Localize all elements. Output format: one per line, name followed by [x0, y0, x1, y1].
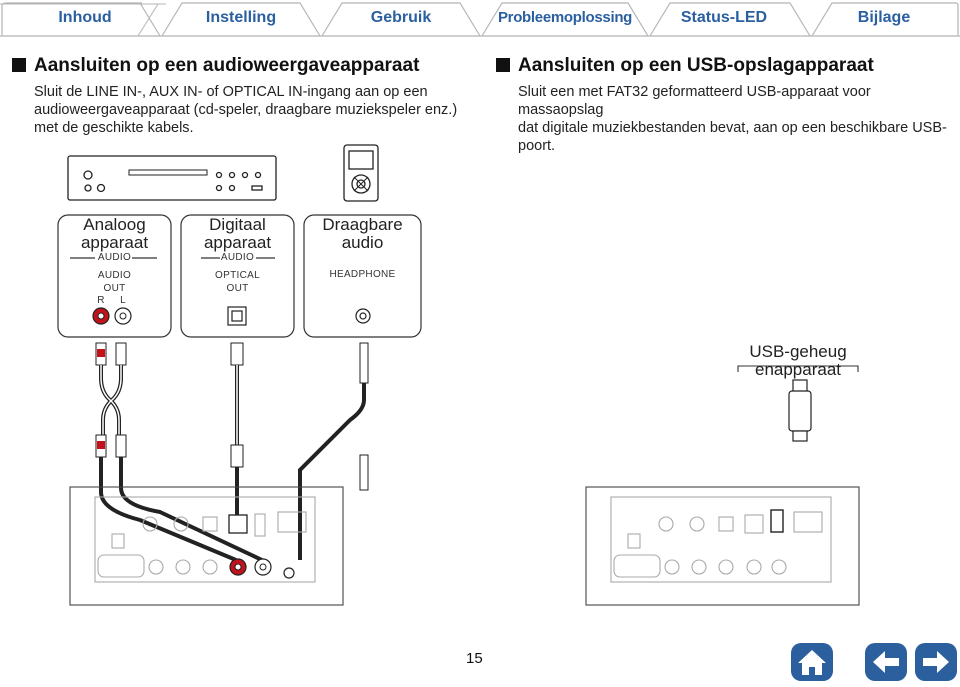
tab-gebruik[interactable]: Gebruik [370, 9, 432, 26]
right-section-text: Sluit een met FAT32 geformatteerd USB-ap… [518, 83, 948, 155]
left-text-line: Sluit de LINE IN-, AUX IN- of OPTICAL IN… [34, 84, 428, 100]
arrow-right-icon [915, 643, 957, 681]
aux-in-jack [283, 567, 295, 579]
right-section-title: Aansluiten op een USB-opslagapparaat [496, 55, 874, 77]
tab-bar: Inhoud Instelling Gebruik Probleemoploss… [0, 0, 960, 38]
arrow-left-icon [865, 643, 907, 681]
tab-inhoud[interactable]: Inhoud [58, 9, 112, 26]
receiver-rear-panel-left [69, 486, 344, 606]
left-title-text: Aansluiten op een audioweergaveapparaat [34, 55, 420, 76]
headphone-port-label: HEADPHONE [329, 269, 396, 280]
right-text-line: poort. [518, 138, 556, 154]
right-title-text: Aansluiten op een USB-opslagapparaat [518, 55, 874, 76]
bullet-square-icon [496, 58, 510, 72]
receiver-rear-panel-right [585, 486, 860, 606]
analog-group-label: AUDIO [97, 252, 132, 263]
portable-device-panel [303, 214, 422, 338]
rca-cable [95, 342, 263, 562]
tab-instelling[interactable]: Instelling [205, 9, 277, 26]
home-button[interactable] [790, 642, 834, 682]
audio-out-l-jack [114, 307, 132, 325]
tab-bar-outline [0, 2, 960, 37]
previous-page-button[interactable] [864, 642, 908, 682]
home-icon [791, 643, 833, 681]
left-section-text: Sluit de LINE IN-, AUX IN- of OPTICAL IN… [34, 83, 474, 137]
audio-out-r-jack [92, 307, 110, 325]
optical-cable [230, 342, 244, 515]
usb-stick-illustration [788, 379, 812, 442]
right-text-line: dat digitale muziekbestanden bevat, aan … [518, 120, 947, 136]
right-text-line: Sluit een met FAT32 geformatteerd USB-ap… [518, 84, 871, 118]
left-text-line: audioweergaveapparaat (cd-speler, draagb… [34, 102, 458, 118]
page-number: 15 [466, 650, 483, 667]
left-section-title: Aansluiten op een audioweergaveapparaat [12, 55, 419, 77]
tab-probleemoplossing[interactable]: Probleemoplossing [497, 9, 633, 26]
channel-l-label: L [120, 295, 126, 306]
mini-jack-cable [298, 342, 369, 560]
cd-player-illustration [67, 155, 277, 201]
portable-player-illustration [343, 144, 379, 202]
digital-group-label: AUDIO [220, 252, 255, 263]
next-page-button[interactable] [914, 642, 958, 682]
channel-r-label: R [97, 295, 105, 306]
tab-status-led[interactable]: Status-LED [680, 9, 768, 26]
usb-label-brackets [737, 365, 859, 372]
bullet-square-icon [12, 58, 26, 72]
left-text-line: met de geschikte kabels. [34, 120, 194, 136]
analog-device-panel [57, 214, 172, 338]
digital-device-panel [180, 214, 295, 338]
optical-out-jack [227, 306, 247, 326]
headphone-jack [355, 308, 371, 324]
tab-bijlage[interactable]: Bijlage [857, 9, 911, 26]
